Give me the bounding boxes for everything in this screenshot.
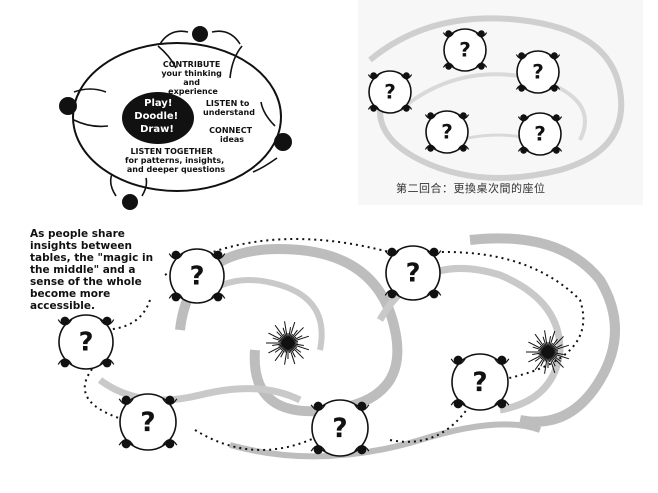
participant-head — [478, 63, 485, 70]
svg-text:Play! Doodle! Draw: Play! Doodle! Draw! — [134, 98, 181, 135]
table: ? — [57, 314, 115, 370]
label-listen-to-text: understand — [203, 108, 255, 117]
participant-head — [60, 316, 70, 326]
center-text: Doodle! — [134, 111, 178, 122]
question-mark: ? — [384, 80, 396, 104]
center-disc — [122, 92, 194, 144]
question-mark: ? — [534, 122, 546, 146]
starburst — [526, 330, 570, 374]
question-mark: ? — [459, 38, 471, 62]
participant-head — [403, 105, 410, 112]
participant-head — [121, 439, 131, 449]
label-listen-together-text: and deeper questions — [127, 165, 225, 174]
question-mark: ? — [332, 413, 347, 444]
question-mark: ? — [472, 367, 487, 398]
participant-head — [453, 355, 463, 365]
center-text: Play! — [144, 98, 172, 109]
svg-text:CONNECT ideas: CONNECT ideas — [209, 126, 255, 144]
participant-head — [213, 292, 223, 302]
participant-head — [520, 114, 527, 121]
question-mark: ? — [406, 259, 421, 289]
participant — [109, 173, 148, 210]
starburst — [266, 321, 310, 365]
participant-head — [102, 316, 112, 326]
participant-head — [460, 145, 467, 152]
participant-head — [313, 445, 323, 455]
question-mark: ? — [441, 120, 453, 144]
table: ? — [168, 248, 226, 304]
participant-head — [357, 445, 367, 455]
label-contribute-text: experience — [168, 87, 218, 96]
svg-text:CONTRIBUTE your thinking: CONTRIBUTE your thinking and experience — [161, 60, 224, 96]
participant-head — [453, 399, 463, 409]
participant-head — [427, 112, 434, 119]
participant-head — [497, 355, 507, 365]
label-contribute-text: and — [183, 78, 200, 87]
participant — [157, 26, 243, 79]
table: ? — [517, 112, 563, 156]
svg-text:LISTEN TOGETHER for patt: LISTEN TOGETHER for patterns, insights, … — [125, 147, 227, 174]
participant-head — [121, 395, 131, 405]
participant — [59, 88, 109, 128]
participant-head — [520, 147, 527, 154]
participant-head — [551, 85, 558, 92]
participant-head — [165, 439, 175, 449]
top-left-panel: Play! Doodle! Draw! CONTRIBUTE your thin… — [59, 26, 292, 210]
participant-head — [551, 52, 558, 59]
participant-head — [60, 358, 70, 368]
participant — [252, 101, 292, 173]
bottom-caption: As people share insights between tables,… — [30, 228, 154, 312]
label-listen-to: LISTEN to — [206, 99, 250, 108]
participant-head — [427, 145, 434, 152]
participant-head — [370, 105, 377, 112]
participant-head — [213, 250, 223, 260]
participant-head — [171, 292, 181, 302]
participant-head — [403, 72, 410, 79]
participant-head — [478, 30, 485, 37]
participant-head — [445, 30, 452, 37]
table: ? — [118, 393, 178, 451]
participant-head — [553, 147, 560, 154]
top-right-panel: ????? — [358, 0, 643, 205]
participant-head — [429, 247, 439, 257]
participant-head — [313, 401, 323, 411]
participant-head — [497, 399, 507, 409]
table: ? — [367, 70, 413, 114]
participant-head — [171, 250, 181, 260]
table: ? — [442, 28, 488, 72]
participant-head — [460, 112, 467, 119]
question-mark: ? — [140, 407, 155, 438]
participant-head — [445, 63, 452, 70]
question-mark: ? — [79, 328, 94, 358]
table: ? — [515, 50, 561, 94]
participant-head — [387, 289, 397, 299]
dotted-path — [83, 238, 585, 451]
participant-head — [370, 72, 377, 79]
participant-head — [553, 114, 560, 121]
participant-head — [518, 52, 525, 59]
label-connect: CONNECT — [209, 126, 252, 135]
svg-text:LISTEN to understand: LISTEN to understand — [203, 99, 255, 117]
participant-head — [518, 85, 525, 92]
label-contribute-text: your thinking — [161, 69, 222, 78]
table: ? — [310, 399, 370, 457]
label-connect-text: ideas — [220, 135, 244, 144]
participant-head — [387, 247, 397, 257]
participant-head — [357, 401, 367, 411]
table: ? — [424, 110, 470, 154]
table: ? — [450, 353, 510, 411]
participant-head — [165, 395, 175, 405]
center-text: Draw! — [140, 124, 174, 135]
question-mark: ? — [532, 60, 544, 84]
participant-head — [429, 289, 439, 299]
participant-head — [102, 358, 112, 368]
bottom-panel: ?????? — [57, 233, 620, 460]
label-listen-together: LISTEN TOGETHER — [130, 147, 212, 156]
top-right-caption: 第二回合：更換桌次間的座位 — [396, 182, 546, 195]
label-listen-together-text: for patterns, insights, — [125, 156, 224, 165]
label-contribute: CONTRIBUTE — [163, 60, 220, 69]
table: ? — [384, 245, 442, 301]
question-mark: ? — [190, 262, 205, 292]
